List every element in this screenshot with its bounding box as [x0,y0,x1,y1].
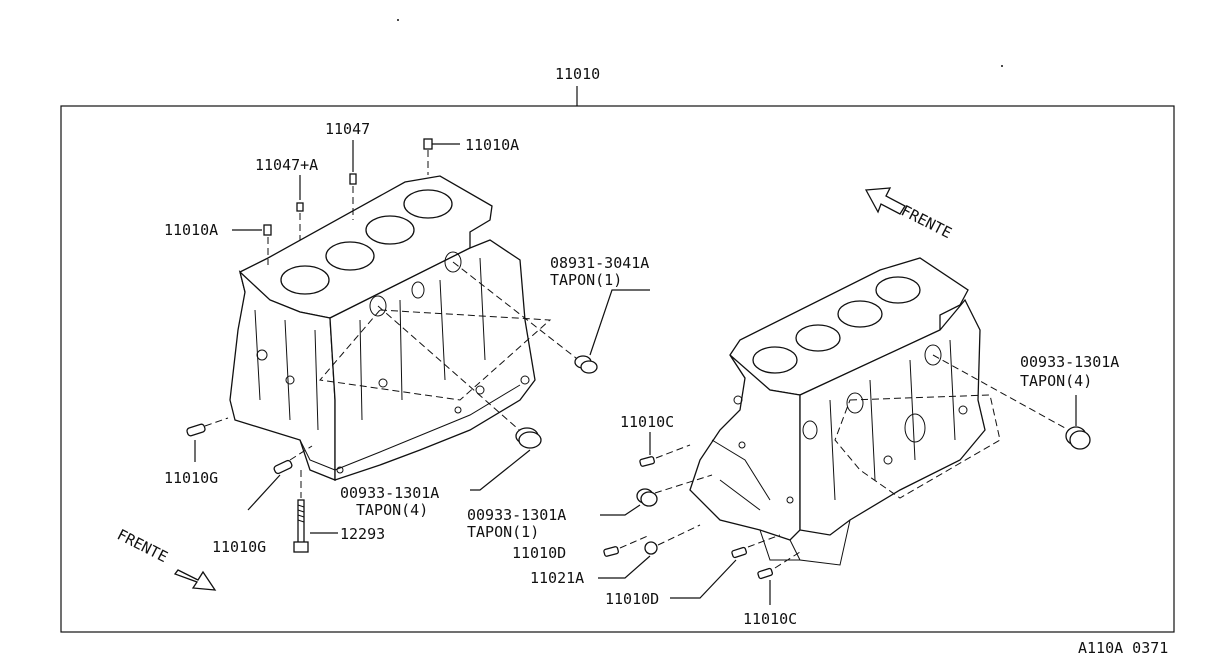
label-frente-right: FRENTE [898,202,954,243]
plug-11047a [296,202,304,212]
label-00933-right: 00933-1301A [1020,353,1119,371]
label-08931: 08931-3041A [550,254,649,272]
dowel-11010g-1 [186,423,206,437]
dowel-11010a-top [423,138,433,150]
label-00933-low: 00933-1301A [467,506,566,524]
label-11010g-2: 11010G [212,538,266,556]
plug-00933-right [1065,426,1091,450]
label-11021a: 11021A [530,569,584,587]
dowel-11010g-2 [273,459,293,475]
label-11010c-upper: 11010C [620,413,674,431]
label-frente-left: FRENTE [114,526,170,567]
arrow-frente-right [864,187,906,215]
diagram-frame [60,105,1175,633]
label-12293: 12293 [340,525,385,543]
bolt-12293 [293,499,309,553]
label-11010a-top: 11010A [465,136,519,154]
dowel-11010d-1 [603,546,619,557]
cap-11021a [644,541,658,555]
dowel-11010c-lower [757,567,774,580]
plug-00933-mid [515,427,542,449]
label-11010c-lower: 11010C [743,610,797,628]
dowel-11010c-upper [639,456,655,467]
label-00933-mid: 00933-1301A [340,484,439,502]
label-11010a-left: 11010A [164,221,218,239]
engine-block-left [229,175,536,481]
dowel-11010d-2 [731,546,748,559]
label-tapon4-mid: TAPΟN(4) [356,501,428,519]
label-11010: 11010 [555,65,600,83]
label-11010d-2: 11010D [605,590,659,608]
label-tapon4-right: TAPΟN(4) [1020,372,1092,390]
label-11010g-1: 11010G [164,469,218,487]
plug-08931 [574,355,598,374]
label-11010d-1: 11010D [512,544,566,562]
label-11047: 11047 [325,120,370,138]
label-tapon1-a: TAPΟN(1) [550,271,622,289]
plug-00933-low [636,488,658,507]
label-ref-code: A110A 0371 [1078,639,1168,657]
label-tapon1-low: TAPΟN(1) [467,523,539,541]
label-11047a: 11047+A [255,156,318,174]
dowel-11010a-left [263,224,272,236]
bolt-11047 [349,173,357,185]
engine-block-right [689,257,986,566]
arrow-frente-left [173,569,217,591]
